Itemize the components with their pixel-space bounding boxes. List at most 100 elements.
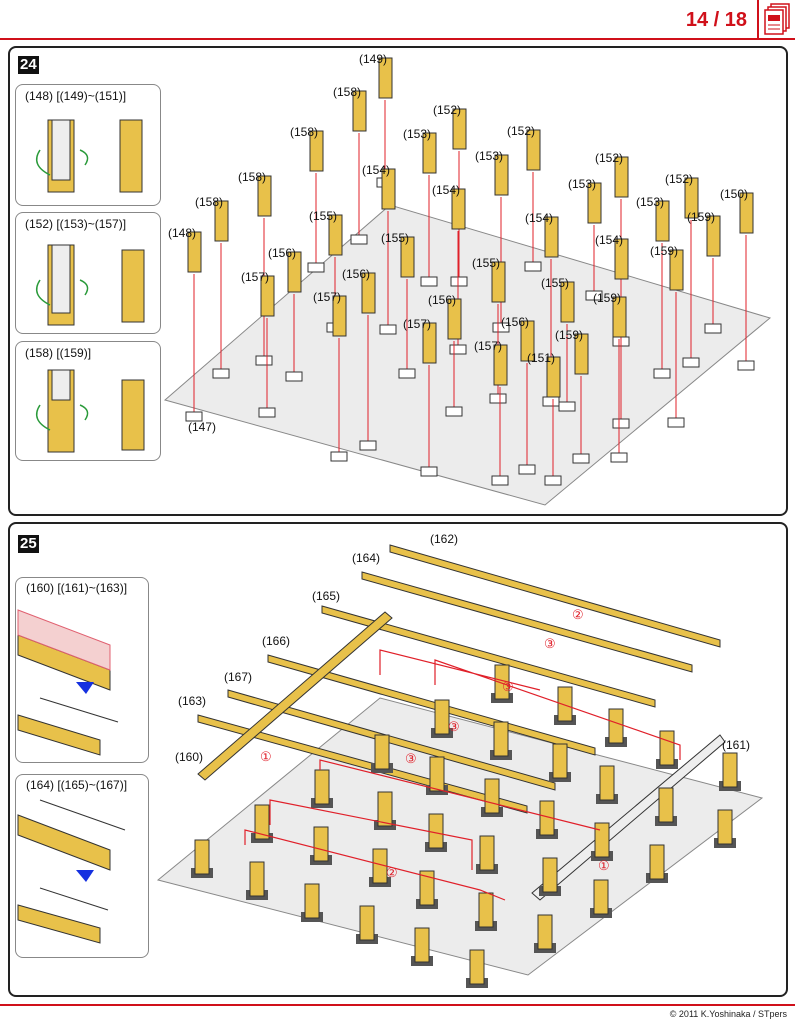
part-label: (148)	[168, 226, 197, 240]
post-pad	[450, 276, 468, 287]
detail-title: (158) [(159)]	[25, 346, 92, 360]
post	[452, 108, 467, 150]
part-label: (152)	[665, 172, 694, 186]
part-label: (163)	[178, 694, 207, 708]
part-label: (153)	[636, 195, 665, 209]
part-label: (153)	[403, 127, 432, 141]
post-pad	[518, 464, 536, 475]
guide-line	[244, 649, 681, 901]
post-pad	[398, 368, 416, 379]
post	[614, 238, 629, 280]
post	[739, 192, 754, 234]
part-label: (154)	[432, 183, 461, 197]
post	[361, 272, 376, 314]
post	[422, 132, 437, 174]
post-pad	[667, 417, 685, 428]
post-pad	[737, 360, 755, 371]
part-label: (157)	[403, 317, 432, 331]
arrow-down-icon	[76, 682, 94, 694]
beam	[197, 611, 393, 781]
beam	[321, 605, 656, 708]
post	[378, 57, 393, 99]
part-label: (154)	[525, 211, 554, 225]
beam	[361, 571, 693, 673]
part-label: (155)	[472, 256, 501, 270]
part-label: (156)	[268, 246, 297, 260]
post	[187, 231, 202, 273]
part-label: (160)	[175, 750, 204, 764]
part-label: (158)	[195, 195, 224, 209]
post	[552, 743, 568, 779]
part-label: (157)	[474, 339, 503, 353]
part-label: (158)	[238, 170, 267, 184]
post	[659, 730, 675, 766]
part-label: (159)	[593, 291, 622, 305]
post-pad	[445, 406, 463, 417]
post	[309, 130, 324, 172]
post	[381, 168, 396, 210]
post	[560, 281, 575, 323]
post-pad	[491, 475, 509, 486]
post-pad	[704, 323, 722, 334]
order-mark: ③	[405, 751, 417, 766]
post	[593, 879, 609, 915]
part-label: (162)	[430, 532, 459, 546]
step-number: 25	[18, 535, 39, 553]
post	[332, 295, 347, 337]
post-pad	[585, 290, 603, 301]
part-label: (151)	[527, 351, 556, 365]
post-pad	[212, 368, 230, 379]
post	[429, 756, 445, 792]
post	[352, 90, 367, 132]
post	[314, 769, 330, 805]
detail-title: (152) [(153)~(157)]	[25, 217, 127, 231]
part-label: (147)	[188, 420, 217, 434]
post	[434, 699, 450, 735]
part-label: (153)	[475, 149, 504, 163]
post	[478, 892, 494, 928]
order-mark: ③	[502, 679, 514, 694]
detail-title: (160) [(161)~(163)]	[26, 581, 128, 595]
post-pad	[558, 401, 576, 412]
post	[542, 857, 558, 893]
post	[649, 844, 665, 880]
post	[494, 154, 509, 196]
post-pad	[330, 451, 348, 462]
post	[419, 870, 435, 906]
order-mark: ②	[572, 607, 584, 622]
post-pad	[307, 262, 325, 273]
header-rule	[0, 38, 795, 40]
post	[422, 322, 437, 364]
post	[479, 835, 495, 871]
post-pad	[185, 411, 203, 422]
post	[469, 949, 485, 985]
post-pad	[420, 466, 438, 477]
post-pad	[572, 453, 590, 464]
post-pad	[612, 418, 630, 429]
post	[587, 182, 602, 224]
post	[669, 249, 684, 291]
part-label: (155)	[381, 231, 410, 245]
post	[614, 156, 629, 198]
part-label: (150)	[720, 187, 749, 201]
arrow-down-icon	[76, 870, 94, 882]
post	[574, 333, 589, 375]
order-mark: ①	[260, 749, 272, 764]
document-pages-icon[interactable]	[763, 3, 791, 35]
post	[544, 216, 559, 258]
post-pad	[420, 276, 438, 287]
part-label: (155)	[541, 276, 570, 290]
post-pad	[544, 475, 562, 486]
post	[493, 721, 509, 757]
post-pad	[610, 452, 628, 463]
post	[608, 708, 624, 744]
post	[717, 809, 733, 845]
part-label: (159)	[650, 244, 679, 258]
part-label: (154)	[595, 233, 624, 247]
part-label: (152)	[507, 124, 536, 138]
order-mark: ②	[386, 865, 398, 880]
order-mark: ①	[598, 858, 610, 873]
beam-fold-illustration	[17, 609, 126, 944]
post-pad	[492, 322, 510, 333]
